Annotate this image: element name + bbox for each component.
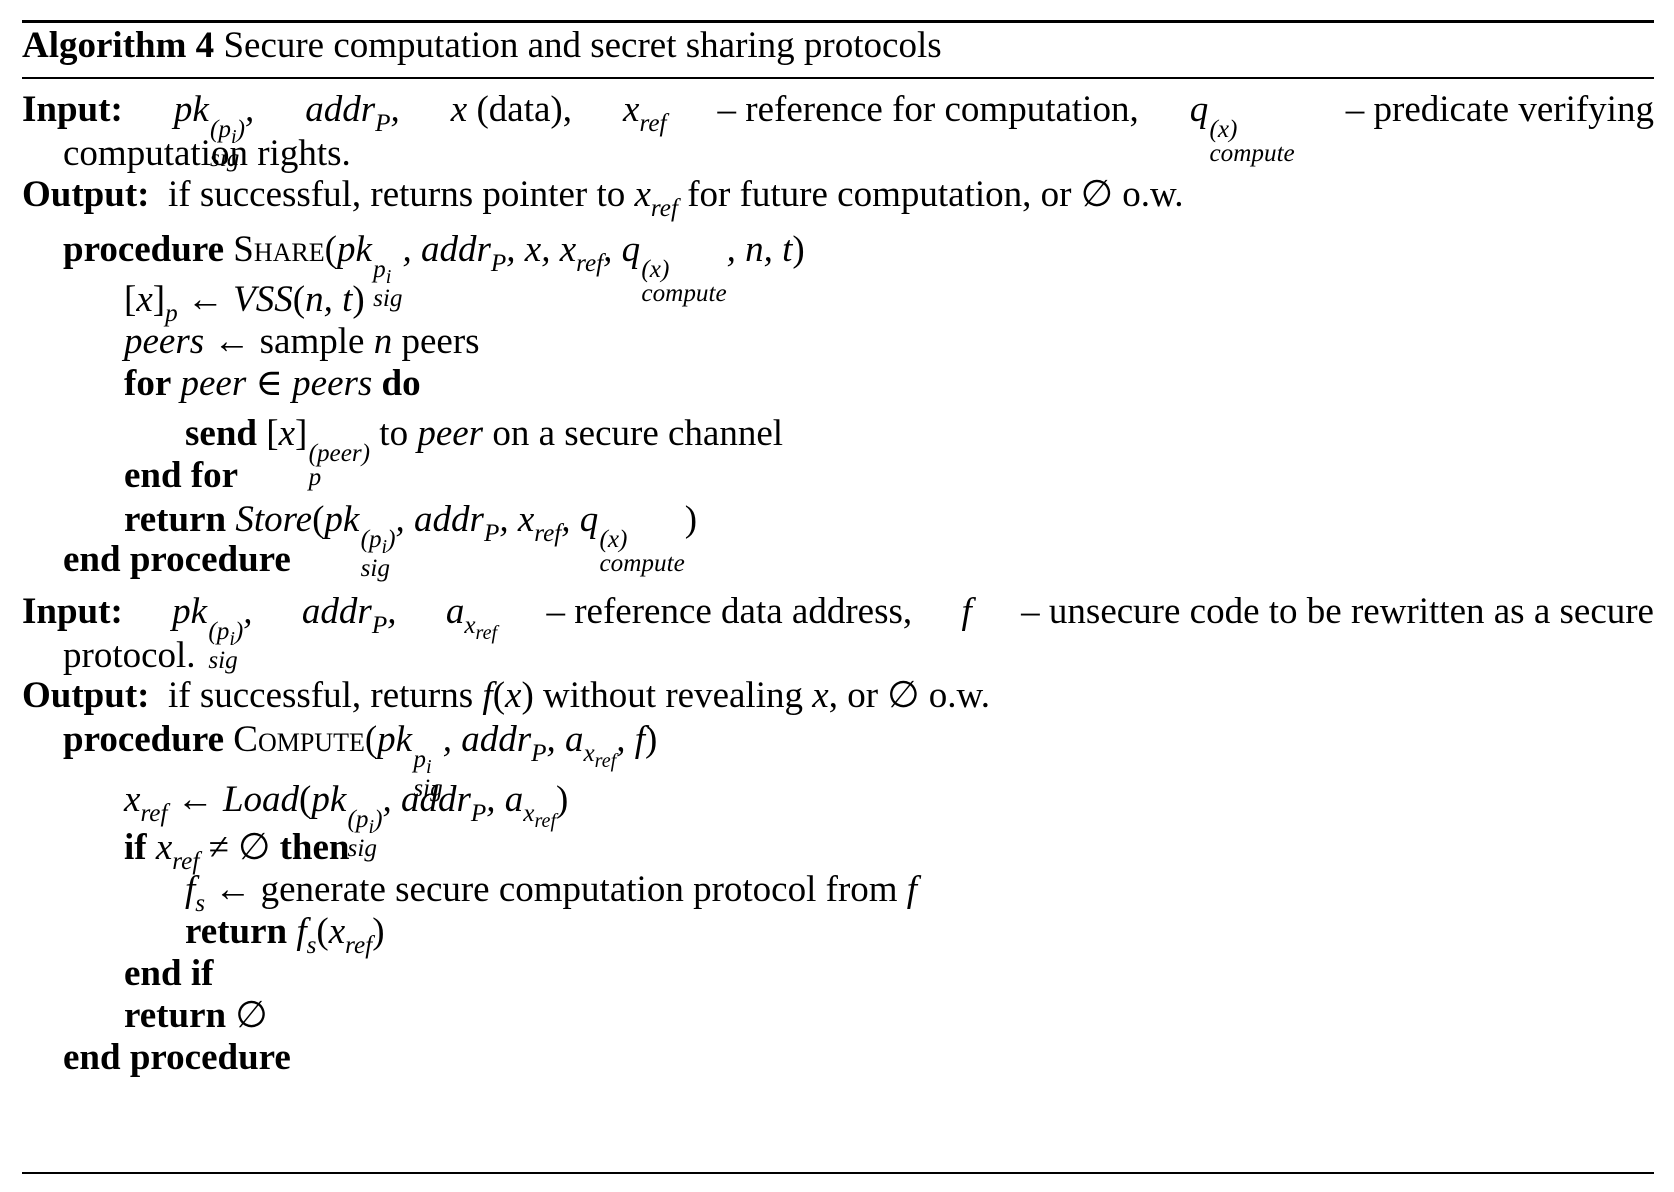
compute-input-text-2: – unsecure code to be rewritten as a sec…	[1021, 591, 1654, 632]
caption-rule	[22, 77, 1654, 79]
share-for-line: for peer ∈ peers do	[124, 363, 421, 404]
send-channel-text: on a secure channel	[492, 413, 784, 454]
share-input-text-2: – reference for computation,	[717, 89, 1139, 130]
share-output-text-2: for future computation, or ∅ o.w.	[687, 174, 1184, 215]
algorithm-block: Algorithm 4 Secure computation and secre…	[22, 20, 1654, 1174]
share-return-line: return Store(pk(pi)sig, addrP, xref, q(x…	[124, 499, 698, 583]
procedure-keyword: procedure	[63, 719, 225, 760]
share-end-procedure: end procedure	[63, 539, 291, 580]
compute-load-line: xref ← Load(pk(pi)sig, addrP, axref)	[124, 779, 569, 863]
compute-end-procedure: end procedure	[63, 1037, 291, 1078]
if-keyword: if	[124, 827, 147, 868]
algorithm-label: Algorithm 4	[22, 25, 215, 66]
procedure-keyword: procedure	[63, 229, 225, 270]
share-input-text-3: – predicate verifying	[1345, 89, 1654, 130]
share-output-line: Output: if successful, returns pointer t…	[22, 174, 1184, 223]
compute-output-label: Output:	[22, 675, 150, 716]
compute-return-empty-line: return ∅	[22, 994, 1654, 1038]
compute-output-text-3: , or ∅ o.w.	[828, 675, 991, 716]
share-send-line: send [x](peer)p to peer on a secure chan…	[185, 413, 784, 492]
algorithm-title: Secure computation and secret sharing pr…	[223, 25, 942, 66]
bottom-rule	[22, 1172, 1654, 1174]
return-keyword: return	[185, 911, 288, 952]
compute-input-text-1: – reference data address,	[546, 591, 913, 632]
generate-text: generate secure computation protocol fro…	[260, 869, 898, 910]
share-input-x: x (data),	[450, 89, 573, 130]
math-addr-p: addrP,	[305, 89, 400, 138]
share-input-label: Input:	[22, 89, 123, 130]
compute-input-cont: protocol.	[63, 635, 196, 676]
send-to-text: to	[379, 413, 409, 454]
send-keyword: send	[185, 413, 257, 454]
compute-if-line: if xref ≠ ∅ then	[124, 827, 350, 876]
share-output-label: Output:	[22, 174, 150, 215]
top-rule	[22, 20, 1654, 23]
share-input-line: Input: pk(pi)sig, addrP, x (data), xref …	[22, 88, 1654, 173]
then-keyword: then	[279, 827, 350, 868]
compute-end-if: end if	[124, 953, 214, 994]
peers-word: peers	[401, 321, 480, 362]
share-vss-line: [x]p ← VSS(n, t)	[124, 279, 365, 328]
compute-generate-line: fs ← generate secure computation protoco…	[185, 869, 918, 918]
algorithm-caption: Algorithm 4 Secure computation and secre…	[22, 24, 1654, 68]
share-input-cont: computation rights.	[63, 133, 351, 174]
compute-output-text-1: if successful, returns	[167, 675, 474, 716]
procedure-name-share: Share	[233, 229, 325, 270]
share-peers-line: peers ← sample n peers	[124, 321, 480, 362]
math-pk-sig: pk(pi)sig,	[173, 89, 255, 173]
compute-output-line: Output: if successful, returns f(x) with…	[22, 675, 991, 716]
math-q-compute: q(x)compute	[1189, 89, 1295, 168]
procedure-name-compute: Compute	[233, 719, 365, 760]
do-keyword: do	[381, 363, 421, 404]
share-end-for: end for	[124, 455, 239, 496]
for-keyword: for	[124, 363, 172, 404]
compute-output-text-2: without revealing	[543, 675, 803, 716]
math-x-ref: xref	[623, 89, 667, 138]
share-output-text-1: if successful, returns pointer to	[167, 174, 626, 215]
empty-set: ∅	[235, 995, 268, 1036]
compute-return-fs-line: return fs(xref)	[185, 911, 385, 960]
sample-text: sample	[259, 321, 365, 362]
compute-input-line: Input: pk(pi)sig, addrP, axref – referen…	[22, 591, 1654, 675]
compute-input-label: Input:	[22, 591, 123, 632]
return-keyword: return	[124, 995, 227, 1036]
return-keyword: return	[124, 499, 227, 540]
